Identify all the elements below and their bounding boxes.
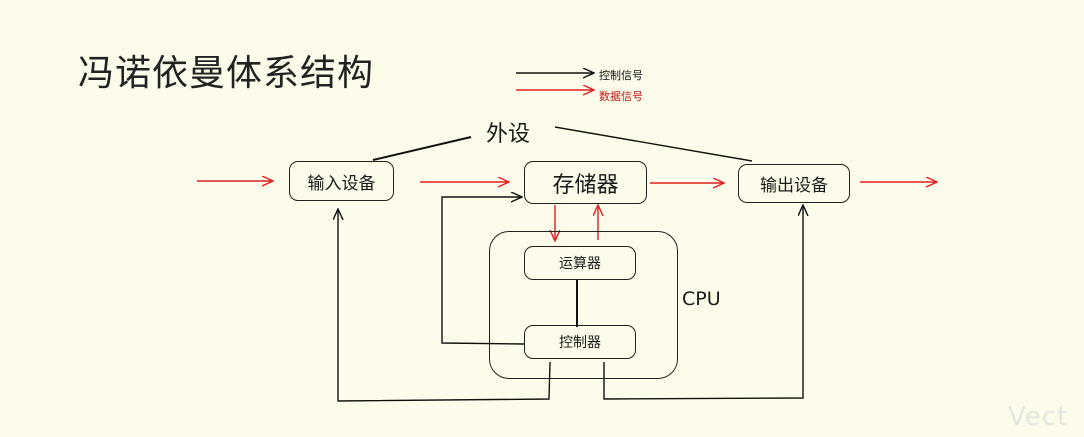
input-device-box: 输入设备 (289, 161, 394, 201)
control-path-controller-to-memory (441, 197, 525, 345)
watermark: Vect (1008, 402, 1069, 432)
memory-label: 存储器 (552, 172, 619, 198)
legend-control-label: 控制信号 (599, 69, 643, 82)
controller-label: 控制器 (559, 335, 601, 351)
controller-box: 控制器 (524, 325, 636, 359)
alu-label: 运算器 (559, 256, 601, 272)
peripheral-to-output-line (554, 126, 753, 162)
peripheral-to-input-line (372, 136, 472, 161)
control-path-controller-to-output (603, 206, 803, 400)
output-device-label: 输出设备 (760, 176, 828, 196)
page-title: 冯诺依曼体系结构 (78, 53, 375, 94)
legend-data-label: 数据信号 (599, 90, 643, 103)
cpu-frame (489, 231, 678, 379)
peripheral-label: 外设 (486, 122, 531, 147)
output-device-box: 输出设备 (738, 164, 850, 203)
cpu-label: CPU (682, 288, 721, 310)
control-path-controller-to-input (338, 210, 551, 402)
input-device-label: 输入设备 (307, 173, 376, 194)
memory-box: 存储器 (524, 161, 647, 204)
alu-box: 运算器 (524, 246, 636, 280)
